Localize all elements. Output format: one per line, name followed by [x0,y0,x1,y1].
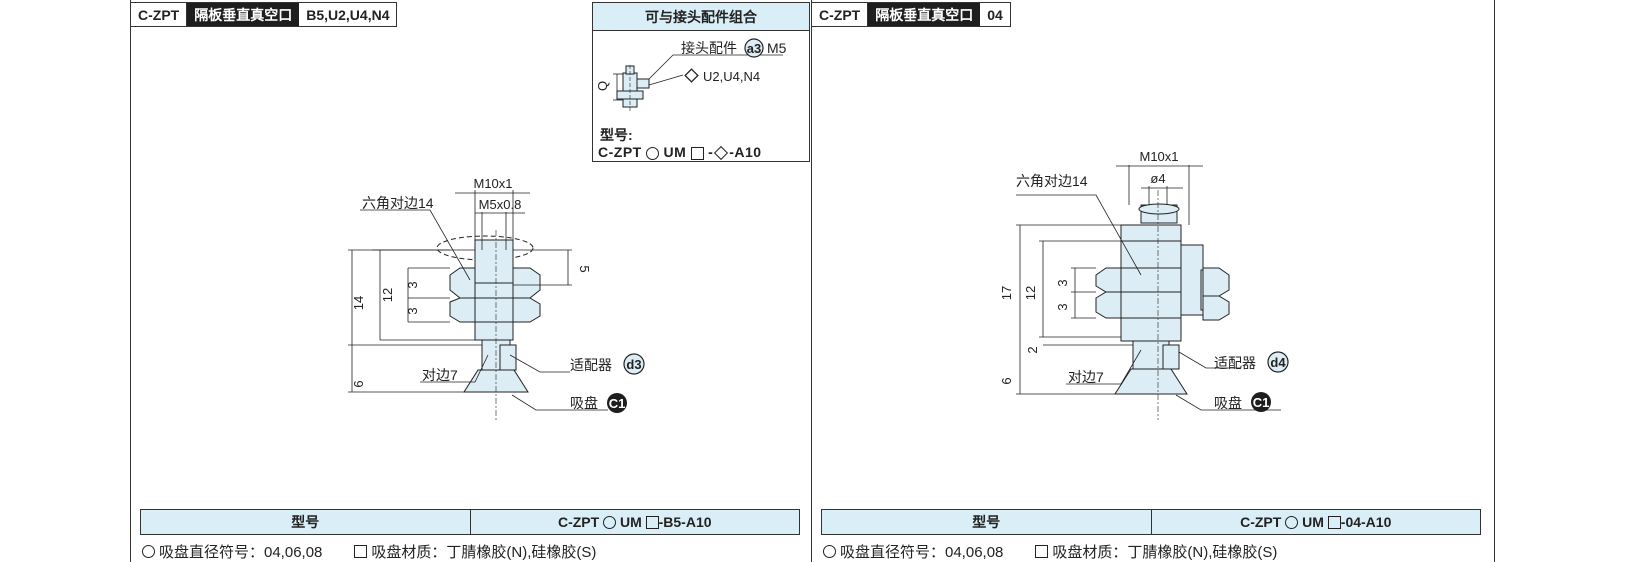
right-thread-outer: M10x1 [1139,149,1178,164]
left-thread-inner: M5x0.8 [479,197,522,212]
right-panel-border [1494,0,1495,562]
square-icon [645,515,659,529]
right-dim-6: 6 [999,377,1014,384]
center-divider [811,0,812,562]
combo-model: C-ZPT UM --A10 [598,144,762,161]
left-adapter-label: 适配器 [570,357,612,373]
left-hex-label: 六角对边14 [362,195,434,211]
d3-badge [623,353,645,375]
right-model-code: C-ZPT UM -04-A10 [1240,514,1392,530]
c1-badge [1251,392,1271,412]
right-flats-label: 对边7 [1068,369,1104,385]
right-adapter-label: 适配器 [1214,355,1256,371]
left-dim-5: 5 [577,265,592,272]
right-codes: 04 [987,6,1003,23]
right-header: C-ZPT 隔板垂直真空口 04 [811,2,1011,27]
a3-badge [744,38,764,58]
left-dim-12: 12 [380,288,395,302]
combo-fitting-label: 接头配件 [681,40,737,56]
circle-icon [142,545,155,558]
square-icon [1035,545,1049,558]
left-model-label: 型号 [141,510,471,534]
left-technical-drawing: M10x1 M5x0.8 六角对边14 14 12 3 3 5 6 对边7 适配… [348,176,645,420]
right-pad-code: C1 [1253,395,1270,410]
circle-icon [1285,515,1299,529]
square-icon [354,545,368,558]
combo-model-label: 型号: [600,127,633,143]
left-header: C-ZPT 隔板垂直真空口 B5,U2,U4,N4 [130,2,398,27]
left-panel-border [130,0,131,562]
left-footnote: 吸盘直径符号：04,06,08 吸盘材质：丁腈橡胶(N),硅橡胶(S) [142,541,596,562]
left-dim-6: 6 [351,380,366,387]
combo-title: 可与接头配件组合 [593,3,809,31]
right-technical-drawing: M10x1 ø4 六角对边14 17 12 3 3 2 6 对边7 适配器 d4… [999,149,1289,420]
right-model-label: 型号 [822,510,1152,534]
combo-fitting-options: U2,U4,N4 [703,69,760,84]
circle-icon [603,515,617,529]
combo-fitting-code: a3 [747,41,761,56]
right-series: C-ZPT [812,3,869,26]
right-adapter-code: d4 [1270,355,1286,370]
right-pad-label: 吸盘 [1214,395,1242,411]
left-model-code: C-ZPT UM -B5-A10 [557,514,712,530]
right-type: 隔板垂直真空口 [868,3,981,26]
right-footnote: 吸盘直径符号：04,06,08 吸盘材质：丁腈橡胶(N),硅橡胶(S) [823,541,1277,562]
right-hex-label: 六角对边14 [1016,173,1088,189]
left-series: C-ZPT [131,3,188,26]
right-dim-3b: 3 [1055,303,1070,310]
left-dim-3b: 3 [405,307,420,314]
left-dim-3a: 3 [405,281,420,288]
square-icon [1327,515,1341,529]
right-dim-3a: 3 [1055,279,1070,286]
combo-dim-q: Q [595,81,610,91]
left-thread-outer: M10x1 [473,176,512,191]
fitting-combination-box: 可与接头配件组合 Q 接头配件 a3 M5 U2,U4,N4 型号: C-ZPT… [592,2,810,162]
left-model-table: 型号 C-ZPT UM -B5-A10 [140,509,800,535]
right-dim-2: 2 [1025,346,1040,353]
left-flats-label: 对边7 [422,367,458,383]
d4-badge [1267,351,1289,373]
diamond-icon [684,68,699,83]
square-icon [690,146,704,160]
right-dim-12: 12 [1023,286,1038,300]
left-type: 隔板垂直真空口 [187,3,300,26]
left-pad-code: C1 [609,396,626,411]
c1-badge [607,393,627,413]
left-codes: B5,U2,U4,N4 [306,6,390,23]
circle-icon [823,545,836,558]
right-model-table: 型号 C-ZPT UM -04-A10 [821,509,1481,535]
circle-icon [646,146,660,160]
right-port: ø4 [1150,171,1165,186]
left-pad-label: 吸盘 [570,395,598,411]
fitting-drawing: Q 接头配件 a3 M5 U2,U4,N4 [595,38,787,111]
left-dim-14: 14 [351,296,366,310]
right-dim-17: 17 [999,286,1014,300]
left-adapter-code: d3 [626,357,641,372]
combo-fitting-size: M5 [767,40,787,56]
